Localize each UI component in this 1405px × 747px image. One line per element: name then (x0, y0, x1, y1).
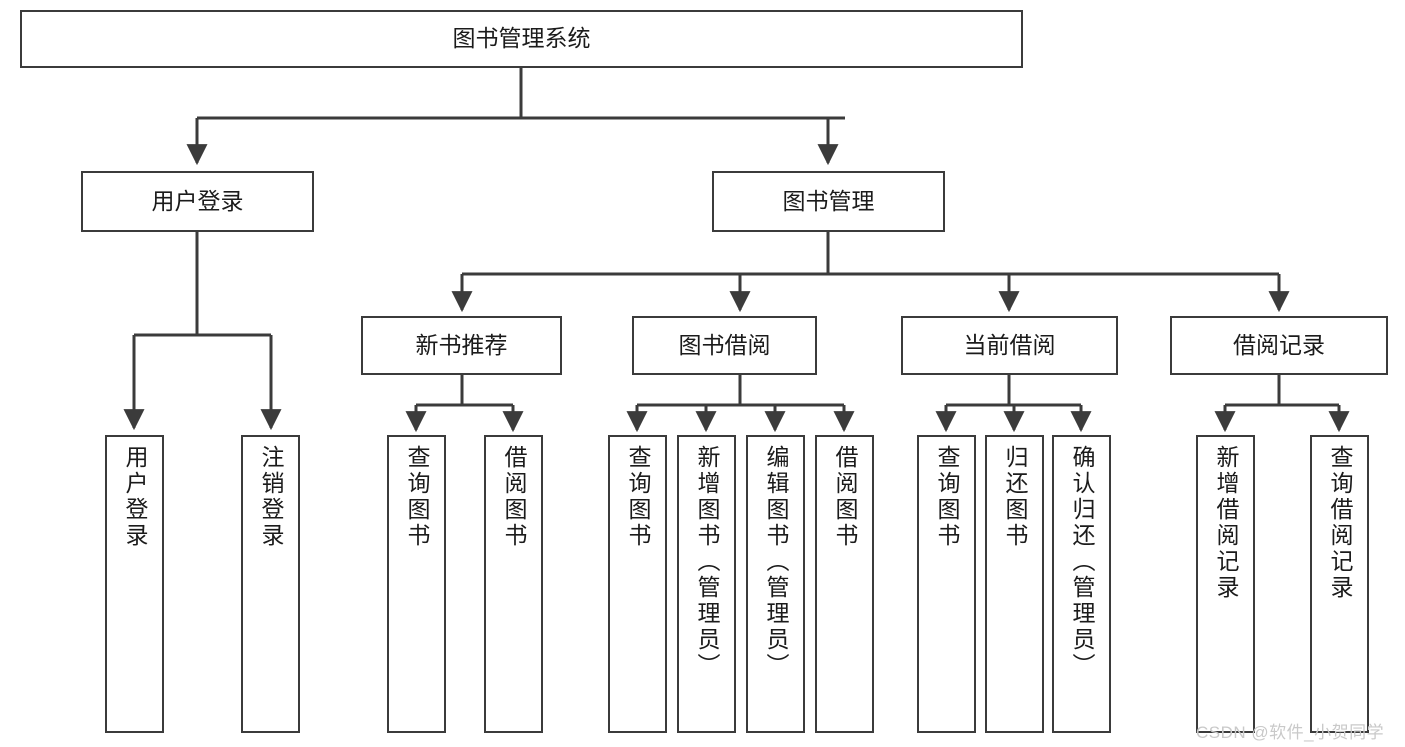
leaf-confirm-return-admin[interactable]: 确认归还（管理员） (1052, 435, 1111, 733)
node-label: 图书借阅 (678, 331, 771, 358)
node-label: 查询借阅记录 (1327, 445, 1353, 601)
leaf-borrow-book-2[interactable]: 借阅图书 (815, 435, 874, 733)
node-label: 归还图书 (1002, 445, 1028, 549)
node-root-system[interactable]: 图书管理系统 (20, 10, 1023, 68)
node-borrow-record[interactable]: 借阅记录 (1170, 316, 1388, 375)
leaf-logout-login[interactable]: 注销登录 (241, 435, 300, 733)
leaf-add-borrow-record[interactable]: 新增借阅记录 (1196, 435, 1255, 733)
leaf-add-book-admin[interactable]: 新增图书（管理员） (677, 435, 736, 733)
node-book-borrow[interactable]: 图书借阅 (632, 316, 817, 375)
node-label: 新书推荐 (415, 331, 508, 358)
node-label: 借阅记录 (1233, 331, 1325, 358)
leaf-user-login[interactable]: 用户登录 (105, 435, 164, 733)
leaf-query-book-1[interactable]: 查询图书 (387, 435, 446, 733)
node-label: 查询图书 (934, 445, 960, 549)
node-label: 新增图书（管理员） (694, 445, 720, 679)
node-label: 注销登录 (258, 445, 284, 549)
node-label: 编辑图书（管理员） (763, 445, 789, 679)
node-label: 查询图书 (404, 445, 430, 549)
leaf-query-borrow-record[interactable]: 查询借阅记录 (1310, 435, 1369, 733)
node-label: 新增借阅记录 (1213, 445, 1239, 601)
node-new-book-recommend[interactable]: 新书推荐 (361, 316, 562, 375)
leaf-edit-book-admin[interactable]: 编辑图书（管理员） (746, 435, 805, 733)
leaf-query-book-3[interactable]: 查询图书 (917, 435, 976, 733)
node-label: 图书管理 (782, 187, 875, 214)
node-user-login[interactable]: 用户登录 (81, 171, 314, 232)
leaf-return-book[interactable]: 归还图书 (985, 435, 1044, 733)
node-label: 用户登录 (151, 187, 244, 214)
node-label: 借阅图书 (501, 445, 527, 549)
node-book-management[interactable]: 图书管理 (712, 171, 945, 232)
node-label: 当前借阅 (963, 331, 1056, 358)
leaf-query-book-2[interactable]: 查询图书 (608, 435, 667, 733)
node-label: 查询图书 (625, 445, 651, 549)
leaf-borrow-book-1[interactable]: 借阅图书 (484, 435, 543, 733)
node-current-borrow[interactable]: 当前借阅 (901, 316, 1118, 375)
node-label: 确认归还（管理员） (1069, 445, 1095, 679)
watermark-text: CSDN @软件_小贺同学 (1196, 723, 1385, 742)
node-label: 用户登录 (122, 445, 148, 549)
node-label: 借阅图书 (832, 445, 858, 549)
node-label: 图书管理系统 (452, 25, 591, 52)
